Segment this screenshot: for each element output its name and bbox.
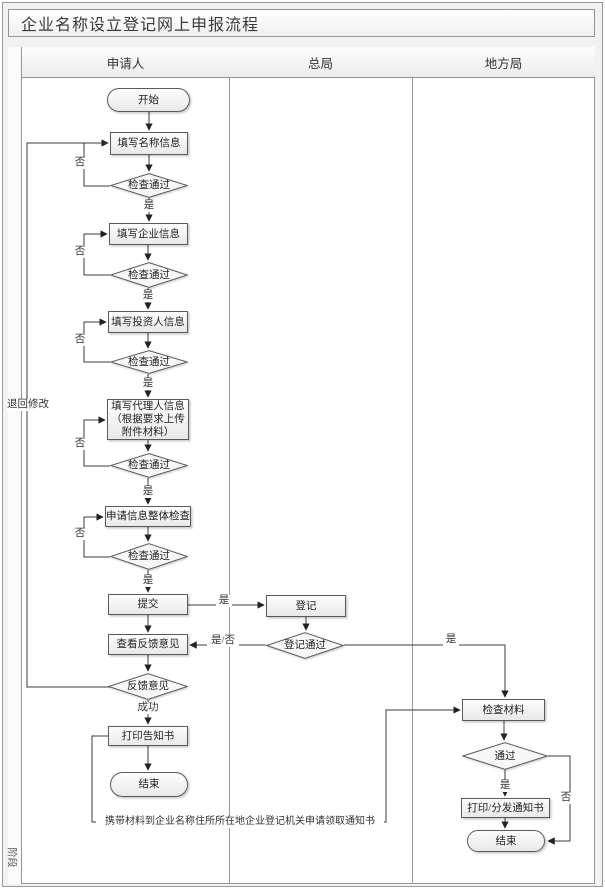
edge-label-yes-3: 是 xyxy=(141,378,155,390)
edge-label-yes-4: 是 xyxy=(141,486,155,498)
node-check-materials: 检查材料 xyxy=(462,699,545,721)
node-overall-check: 申请信息整体检查 xyxy=(105,506,191,527)
diamond-shape xyxy=(110,543,188,570)
node-fill-enterprise: 填写企业信息 xyxy=(109,223,188,245)
diamond-shape xyxy=(266,632,344,659)
edge-label-success: 成功 xyxy=(134,702,162,714)
node-view-feedback: 查看反馈意见 xyxy=(108,634,188,655)
node-submit: 提交 xyxy=(108,594,188,615)
edge-label-no-1: 否 xyxy=(73,157,87,169)
edge-label-return-edit: 退回修改 xyxy=(7,399,49,411)
diamond-shape xyxy=(110,262,188,288)
edge-label-no-4: 否 xyxy=(73,438,87,450)
diamond-shape xyxy=(110,453,188,478)
page-title: 企业名称设立登记网上申报流程 xyxy=(8,9,595,37)
decision-check-3: 检查通过 xyxy=(110,350,188,374)
node-fill-investor: 填写投资人信息 xyxy=(108,311,188,333)
node-end-local: 结束 xyxy=(467,830,545,852)
diamond-shape xyxy=(108,673,188,700)
edge-label-yes-2: 是 xyxy=(141,290,155,302)
diamond-shape xyxy=(110,173,188,198)
node-end-applicant: 结束 xyxy=(110,772,188,797)
decision-register-pass: 登记通过 xyxy=(266,632,344,659)
diamond-shape xyxy=(462,742,548,770)
decision-feedback: 反馈意见 xyxy=(108,673,188,700)
edge-label-register-yesno: 是/否 xyxy=(207,635,239,647)
node-fill-agent: 填写代理人信息（根据要求上传附件材料） xyxy=(107,399,189,440)
node-start: 开始 xyxy=(107,88,190,112)
edge-label-yes-1: 是 xyxy=(142,200,156,212)
decision-check-4: 检查通过 xyxy=(110,453,188,478)
edge-label-no-5: 否 xyxy=(73,528,87,540)
node-fill-name: 填写名称信息 xyxy=(110,132,188,155)
lane-header-central: 总局 xyxy=(229,47,412,78)
edge-label-register-yes: 是 xyxy=(443,634,459,646)
lane-header-applicant: 申请人 xyxy=(22,47,229,78)
lane-divider-1 xyxy=(229,78,230,884)
lane-divider-2 xyxy=(412,78,413,884)
edge-label-no-2: 否 xyxy=(73,246,87,258)
node-print-distribute: 打印/分发通知书 xyxy=(461,798,550,818)
edge-label-no-3: 否 xyxy=(73,334,87,346)
edge-label-yes-5: 是 xyxy=(141,575,155,587)
edge-label-pickup-note: 携带材料到企业名称住所所在地企业登记机关申请领取通知书 xyxy=(96,816,384,828)
node-print-notice: 打印告知书 xyxy=(108,726,188,746)
stage-strip-label: 阶段 xyxy=(5,847,17,868)
edge-label-submit-yes: 是 xyxy=(216,595,232,607)
decision-check-2: 检查通过 xyxy=(110,262,188,288)
lane-header-local: 地方局 xyxy=(412,47,595,78)
decision-pass: 通过 xyxy=(462,742,548,770)
node-register: 登记 xyxy=(266,595,346,617)
edge-label-pass-yes: 是 xyxy=(498,780,512,792)
stage-strip xyxy=(8,47,22,884)
diamond-shape xyxy=(110,350,188,374)
edge-label-pass-no: 否 xyxy=(559,792,573,804)
decision-check-5: 检查通过 xyxy=(110,543,188,570)
decision-check-1: 检查通过 xyxy=(110,173,188,198)
